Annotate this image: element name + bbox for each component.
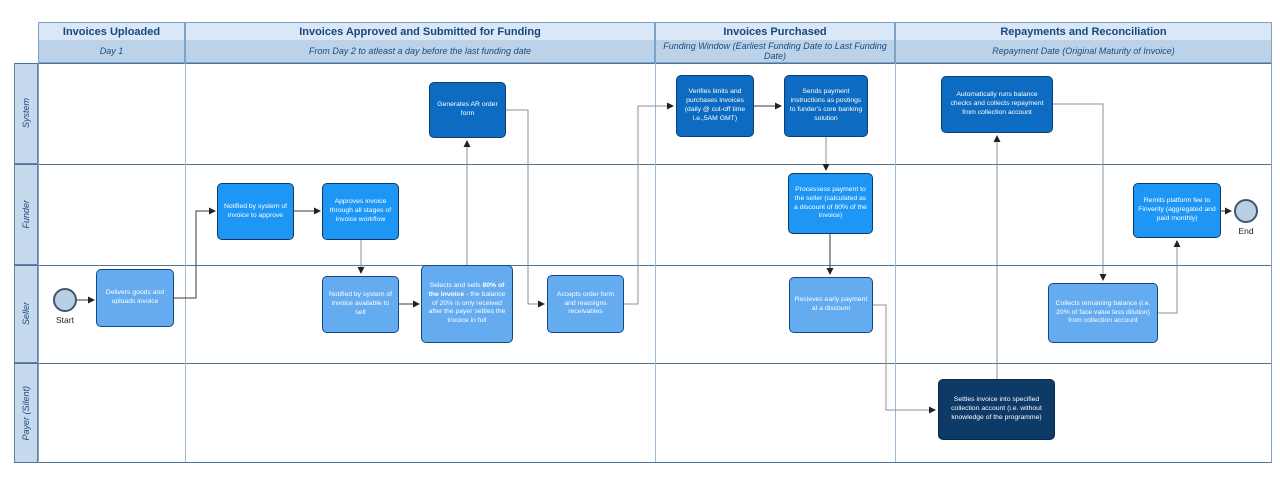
- node-notified-invoice-available: Notified by system of invoice available …: [322, 276, 399, 333]
- selects-sells-pre: Selects and sells: [429, 281, 483, 289]
- start-event-label: Start: [56, 315, 74, 325]
- node-accepts-order-form: Accepts order form and reassigns receiva…: [547, 275, 624, 333]
- column-subtitle-funding-window: Funding Window (Earliest Funding Date to…: [655, 40, 895, 63]
- lane-label-funder: Funder: [14, 164, 38, 265]
- node-remits-platform-fee: Remits platform fee to Finverity (aggreg…: [1133, 183, 1221, 238]
- column-header-repayments: Repayments and Reconciliation: [895, 22, 1272, 41]
- selects-sells-text: Selects and sells 80% of the invoice - t…: [426, 282, 508, 326]
- lane-label-system-text: System: [21, 98, 31, 129]
- column-header-invoices-uploaded: Invoices Uploaded: [38, 22, 185, 41]
- lane-label-payer: Payer (Silent): [14, 363, 38, 463]
- node-sends-payment-instructions: Sends payment instructions as postings t…: [784, 75, 868, 137]
- node-delivers-goods-uploads-invoice: Delivers goods and uploads invoice: [96, 269, 174, 327]
- column-subtitle-day1: Day 1: [38, 40, 185, 63]
- selects-sells-post: - the balance of 20% is only received af…: [428, 290, 506, 325]
- end-event-circle: [1234, 199, 1258, 223]
- node-runs-balance-checks: Automatically runs balance checks and co…: [941, 76, 1053, 133]
- lane-label-system: System: [14, 63, 38, 164]
- node-generates-ar-order-form: Generates AR order form: [429, 82, 506, 138]
- node-collects-remaining-balance: Collects remaining balance (i.e. 20% of …: [1048, 283, 1158, 343]
- lane-label-seller: Seller: [14, 265, 38, 363]
- node-verifies-limits-purchases: Verifies limits and purchases invoices (…: [676, 75, 754, 137]
- column-subtitle-repayment-date: Repayment Date (Original Maturity of Inv…: [895, 40, 1272, 63]
- start-event-circle: [53, 288, 77, 312]
- column-header-invoices-approved: Invoices Approved and Submitted for Fund…: [185, 22, 655, 41]
- column-header-invoices-purchased: Invoices Purchased: [655, 22, 895, 41]
- lane-label-funder-text: Funder: [21, 200, 31, 229]
- lane-label-seller-text: Seller: [21, 302, 31, 326]
- node-approves-invoice-workflow: Approves invoice through all stages of i…: [322, 183, 399, 240]
- node-notified-invoice-to-approve: Notified by system of invoice to approve: [217, 183, 294, 240]
- end-event-label: End: [1238, 226, 1254, 236]
- node-processes-payment-to-seller: Processess payment to the seller (calcul…: [788, 173, 873, 234]
- node-receives-early-payment: Recieves early payment at a discount: [789, 277, 873, 333]
- node-settles-invoice-collection-account: Settles invoice into specified collectio…: [938, 379, 1055, 440]
- selects-sells-bold: 80% of the invoice: [428, 281, 505, 298]
- lane-label-payer-text: Payer (Silent): [21, 385, 31, 441]
- column-subtitle-from-day2: From Day 2 to atleast a day before the l…: [185, 40, 655, 63]
- node-selects-and-sells-invoice: Selects and sells 80% of the invoice - t…: [421, 265, 513, 343]
